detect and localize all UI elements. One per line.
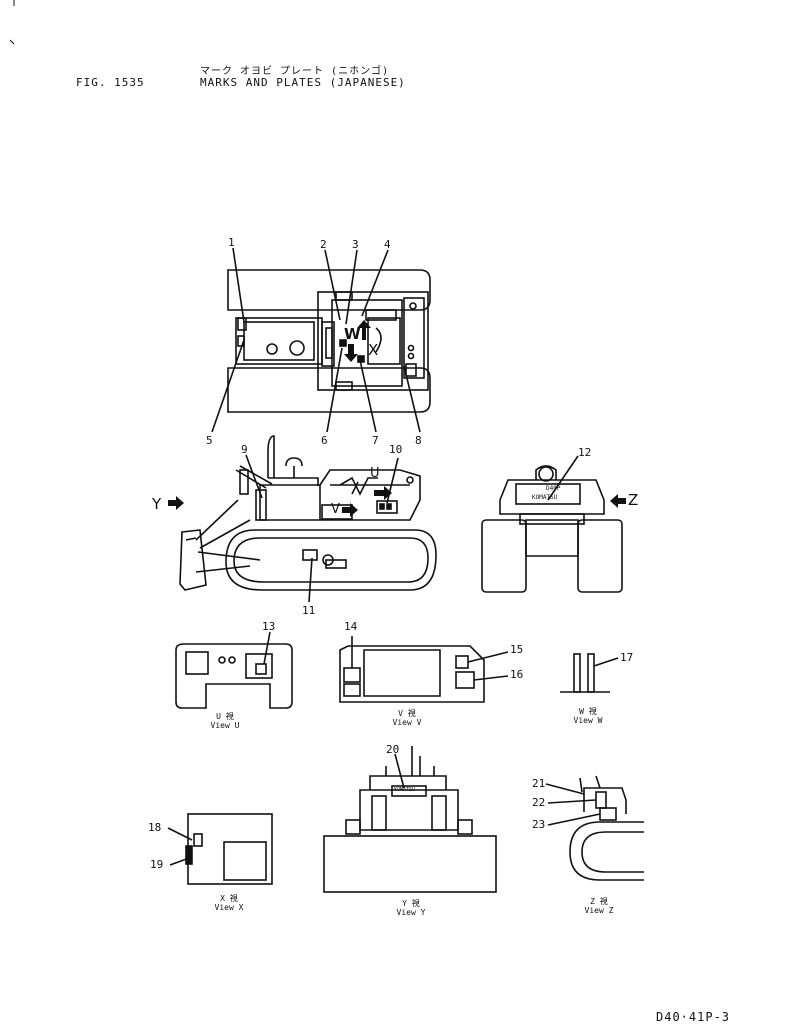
- figure-number: FIG. 1535: [76, 76, 145, 89]
- callout-8: 8: [415, 434, 422, 447]
- callout-14: 14: [344, 620, 358, 633]
- callout-18: 18: [148, 821, 162, 834]
- rear-plate-komatsu: KOMATSU: [532, 494, 558, 501]
- view-w-diagram: [560, 653, 619, 693]
- callout-17: 17: [620, 651, 634, 664]
- callout-15: 15: [510, 643, 524, 656]
- callout-13: 13: [262, 620, 276, 633]
- callout-23: 23: [532, 818, 546, 831]
- plan-view: [211, 247, 431, 433]
- front-plate-komatsu: KOMATSU: [394, 787, 416, 793]
- callout-10: 10: [389, 443, 403, 456]
- callout-6: 6: [321, 434, 328, 447]
- direction-w-label: W: [344, 325, 361, 343]
- view-y-diagram: [323, 746, 497, 893]
- view-z-diagram: [545, 775, 644, 881]
- rear-view: [481, 455, 626, 593]
- page-code: D40·41P-3: [656, 1010, 731, 1024]
- callout-12: 12: [578, 446, 592, 459]
- direction-v-label: V: [331, 502, 340, 517]
- callout-20: 20: [386, 743, 400, 756]
- view-x-diagram: [167, 813, 273, 885]
- callout-1: 1: [228, 236, 235, 249]
- direction-y-label: Y: [152, 495, 162, 513]
- direction-x-label: X: [368, 341, 379, 359]
- rear-plate-model: D40P: [546, 485, 561, 492]
- title-english: MARKS AND PLATES (JAPANESE): [200, 76, 406, 89]
- callout-11: 11: [302, 604, 316, 617]
- view-u-diagram: [175, 631, 293, 709]
- callout-16: 16: [510, 668, 524, 681]
- callout-2: 2: [320, 238, 327, 251]
- side-view: [179, 435, 437, 603]
- callout-22: 22: [532, 796, 546, 809]
- callout-21: 21: [532, 777, 546, 790]
- direction-z-label: Z: [628, 491, 639, 509]
- callout-5: 5: [206, 434, 213, 447]
- title-japanese: マーク オヨビ プレート (ニホンゴ): [200, 66, 390, 77]
- callout-3: 3: [352, 238, 359, 251]
- callout-7: 7: [372, 434, 379, 447]
- view-v-diagram: [339, 636, 509, 703]
- callout-9: 9: [241, 443, 248, 456]
- direction-u-label: U: [370, 466, 380, 481]
- y-arrow: [168, 496, 184, 510]
- callout-19: 19: [150, 858, 164, 871]
- callout-4: 4: [384, 238, 391, 251]
